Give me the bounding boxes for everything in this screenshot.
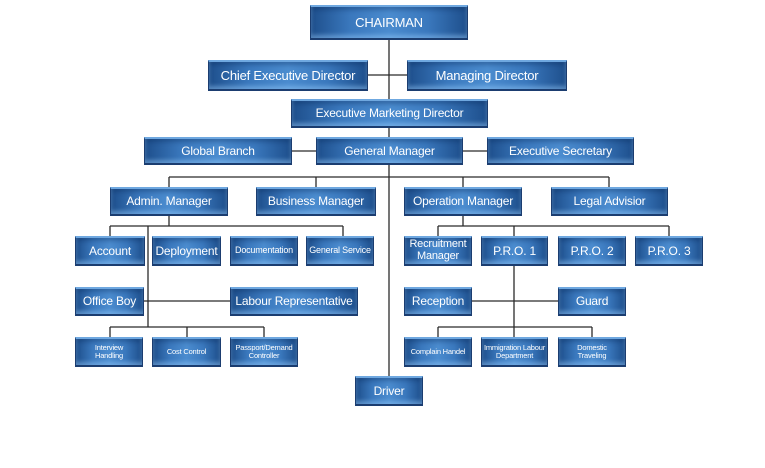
node-label: Operation Manager: [413, 194, 513, 209]
node-label: P.R.O. 1: [493, 243, 536, 258]
node-legal-advisior: Legal Advisior: [551, 187, 668, 216]
node-label: Manager: [416, 250, 459, 262]
node-label: Passport/Demand: [235, 343, 293, 353]
node-executive-secretary: Executive Secretary: [487, 137, 634, 165]
node-labour-representative: Labour Representative: [230, 287, 358, 316]
node-label: Office Boy: [82, 294, 137, 309]
node-label: Reception: [411, 294, 465, 309]
node-label: Deployment: [155, 243, 218, 258]
node-label: Business Manager: [267, 194, 365, 209]
node-chairman: CHAIRMAN: [310, 5, 468, 40]
node-label: General Service: [309, 245, 371, 256]
node-label: Admin. Manager: [126, 194, 212, 209]
node-chief-executive-director: Chief Executive Director: [208, 60, 368, 91]
node-general-service: General Service: [306, 236, 374, 266]
node-documentation: Documentation: [230, 236, 298, 266]
node-label: Department: [495, 351, 534, 360]
node-label: Handling: [94, 351, 123, 360]
node-global-branch: Global Branch: [144, 137, 292, 165]
node-label: Global Branch: [181, 143, 255, 158]
node-account: Account: [75, 236, 145, 266]
node-label: Interview: [94, 343, 124, 353]
node-label: Documentation: [235, 245, 293, 256]
node-business-manager: Business Manager: [256, 187, 376, 216]
node-label: Traveling: [577, 351, 607, 360]
node-label: Labour Representative: [235, 294, 353, 309]
node-operation-manager: Operation Manager: [404, 187, 522, 216]
node-label: Chief Executive Director: [220, 67, 356, 83]
node-pro-2: P.R.O. 2: [558, 236, 626, 266]
node-admin-manager: Admin. Manager: [110, 187, 228, 216]
node-cost-control: Cost Control: [152, 337, 221, 367]
node-office-boy: Office Boy: [75, 287, 144, 316]
node-managing-director: Managing Director: [407, 60, 567, 91]
node-label: Managing Director: [435, 67, 539, 83]
node-label: Controller: [248, 351, 280, 360]
node-label: Executive Marketing Director: [315, 106, 464, 121]
node-label: P.R.O. 2: [570, 243, 614, 258]
node-general-manager: General Manager: [316, 137, 463, 165]
node-label: Immigration Labour: [483, 343, 545, 353]
node-label: Account: [89, 243, 131, 258]
node-label: General Manager: [344, 143, 435, 158]
node-label: Executive Secretary: [509, 143, 612, 158]
node-pro-3: P.R.O. 3: [635, 236, 703, 266]
node-guard: Guard: [558, 287, 626, 316]
node-complain-handel: Complain Handel: [404, 337, 472, 367]
node-executive-marketing-director: Executive Marketing Director: [291, 99, 488, 128]
node-label: Driver: [373, 383, 405, 398]
node-deployment: Deployment: [152, 236, 221, 266]
node-reception: Reception: [404, 287, 472, 316]
node-label: Legal Advisior: [573, 194, 646, 209]
node-pro-1: P.R.O. 1: [481, 236, 548, 266]
node-label: Guard: [575, 294, 609, 309]
node-label: Complain Handel: [410, 347, 466, 357]
node-label: Cost Control: [166, 347, 207, 357]
node-label: Domestic: [577, 343, 607, 353]
node-driver: Driver: [355, 376, 423, 406]
node-label: CHAIRMAN: [355, 14, 423, 30]
node-label: P.R.O. 3: [647, 243, 691, 258]
node-label: Recruitment: [409, 238, 467, 251]
